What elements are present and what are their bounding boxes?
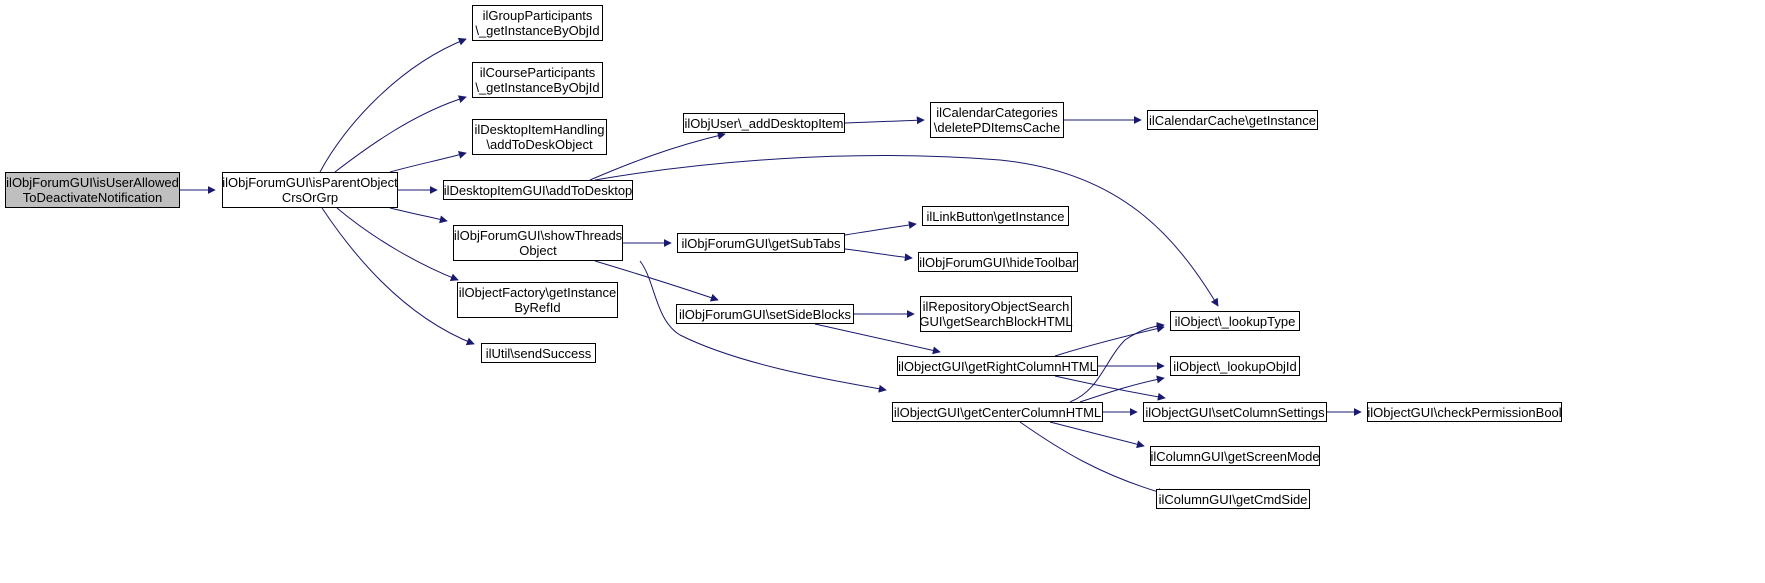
node-label-line: ilObjectGUI\setColumnSettings [1145,404,1325,420]
graph-node-n20[interactable]: ilObject\_lookupObjId [1170,356,1300,376]
node-label-line: ilCalendarCache\getInstance [1149,112,1316,128]
node-label-line: ilObjectFactory\getInstance [458,285,617,300]
edge-n1-n7 [336,207,459,282]
node-label-line: ilCourseParticipants [479,65,596,80]
edge-n5-n12 [594,155,1219,307]
graph-node-n4[interactable]: ilDesktopItemHandling\addToDeskObject [472,119,607,155]
edge-n1-n4 [389,151,467,173]
edge-n13-n15 [844,248,913,262]
node-label-line: ilColumnGUI\getCmdSide [1158,491,1308,507]
graph-node-n21[interactable]: ilObjectGUI\setColumnSettings [1143,402,1327,422]
node-label-line: Object [519,243,557,258]
node-label-line: ilObjForumGUI\isParentObject [222,175,398,190]
graph-node-n23[interactable]: ilColumnGUI\getScreenMode [1150,446,1320,466]
edge-n16-n18 [814,323,941,355]
graph-node-n24[interactable]: ilColumnGUI\getCmdSide [1156,489,1310,509]
node-label-line: ilDesktopItemHandling [474,122,605,137]
edge-n18-n21 [1054,375,1166,401]
node-label-line: ByRefId [514,300,561,315]
edge-n1-n8 [321,207,475,346]
node-label-line: ilObjForumGUI\getSubTabs [681,235,841,251]
node-label-line: ilObjUser\_addDesktopItem [684,115,844,131]
node-label-line: ilObjForumGUI\showThreads [453,228,623,243]
edge-n18-n12 [1054,324,1165,357]
edge-n19-n20 [1079,375,1165,403]
graph-node-n18[interactable]: ilObjectGUI\getRightColumnHTML [897,356,1098,376]
node-label-line: ilCalendarCategories [936,105,1058,120]
edge-n1-n3 [334,95,467,173]
node-label-line: ilObjForumGUI\hideToolbar [919,254,1077,270]
node-label-line: ilObjForumGUI\setSideBlocks [679,306,851,322]
node-label-line: ilUtil\sendSuccess [485,345,592,361]
edge-n19-n24 [1019,421,1166,496]
graph-node-n3[interactable]: ilCourseParticipants\_getInstanceByObjId [472,62,603,98]
edge-n5-n9 [589,131,726,181]
node-label-line: ilDesktopItemGUI\addToDesktop [443,182,633,198]
node-label-line: ilObjForumGUI\isUserAllowed [6,175,179,190]
graph-node-n11[interactable]: ilCalendarCache\getInstance [1147,110,1318,130]
node-label-line: ilRepositoryObjectSearch [922,299,1070,314]
node-label-line: CrsOrGrp [281,190,339,205]
edge-n6-n19 [639,260,887,393]
graph-node-n12[interactable]: ilObject\_lookupType [1170,311,1300,331]
edge-n1-n6 [389,207,448,224]
edge-n1-n2 [319,37,467,173]
node-label-line: ilObject\_lookupType [1174,313,1296,329]
node-label-line: \_getInstanceByObjId [475,80,600,95]
graph-node-n13[interactable]: ilObjForumGUI\getSubTabs [677,233,845,253]
graph-node-n16[interactable]: ilObjForumGUI\setSideBlocks [676,304,854,324]
edge-n9-n10 [844,116,925,125]
node-label-line: ilObject\_lookupObjId [1173,358,1297,374]
node-label-line: ilObjectGUI\getRightColumnHTML [898,358,1097,374]
node-label-line: \addToDeskObject [486,137,593,152]
node-label-line: ToDeactivateNotification [22,190,163,205]
graph-node-n10[interactable]: ilCalendarCategories\deletePDItemsCache [930,102,1064,138]
node-label-line: \_getInstanceByObjId [475,23,600,38]
edge-n19-n23 [1049,421,1145,449]
node-label-line: ilGroupParticipants [482,8,593,23]
node-label-line: \deletePDItemsCache [933,120,1061,135]
node-label-line: ilColumnGUI\getScreenMode [1150,448,1320,464]
edge-n13-n14 [844,221,917,236]
node-label-line: ilObjectGUI\checkPermissionBool [1367,404,1562,420]
node-label-line: ilLinkButton\getInstance [926,208,1065,224]
edge-n6-n16 [594,260,719,302]
graph-node-n22[interactable]: ilObjectGUI\checkPermissionBool [1367,402,1562,422]
edge-n19-n12 [1069,322,1165,403]
graph-node-n14[interactable]: ilLinkButton\getInstance [922,206,1069,226]
graph-node-n5[interactable]: ilDesktopItemGUI\addToDesktop [443,180,633,200]
graph-node-n8[interactable]: ilUtil\sendSuccess [481,343,596,363]
node-label-line: GUI\getSearchBlockHTML [919,314,1073,329]
node-label-line: ilObjectGUI\getCenterColumnHTML [893,404,1102,420]
graph-node-n15[interactable]: ilObjForumGUI\hideToolbar [918,252,1078,272]
graph-node-n2[interactable]: ilGroupParticipants\_getInstanceByObjId [472,5,603,41]
graph-node-n9[interactable]: ilObjUser\_addDesktopItem [683,113,845,133]
graph-node-n19[interactable]: ilObjectGUI\getCenterColumnHTML [892,402,1103,422]
